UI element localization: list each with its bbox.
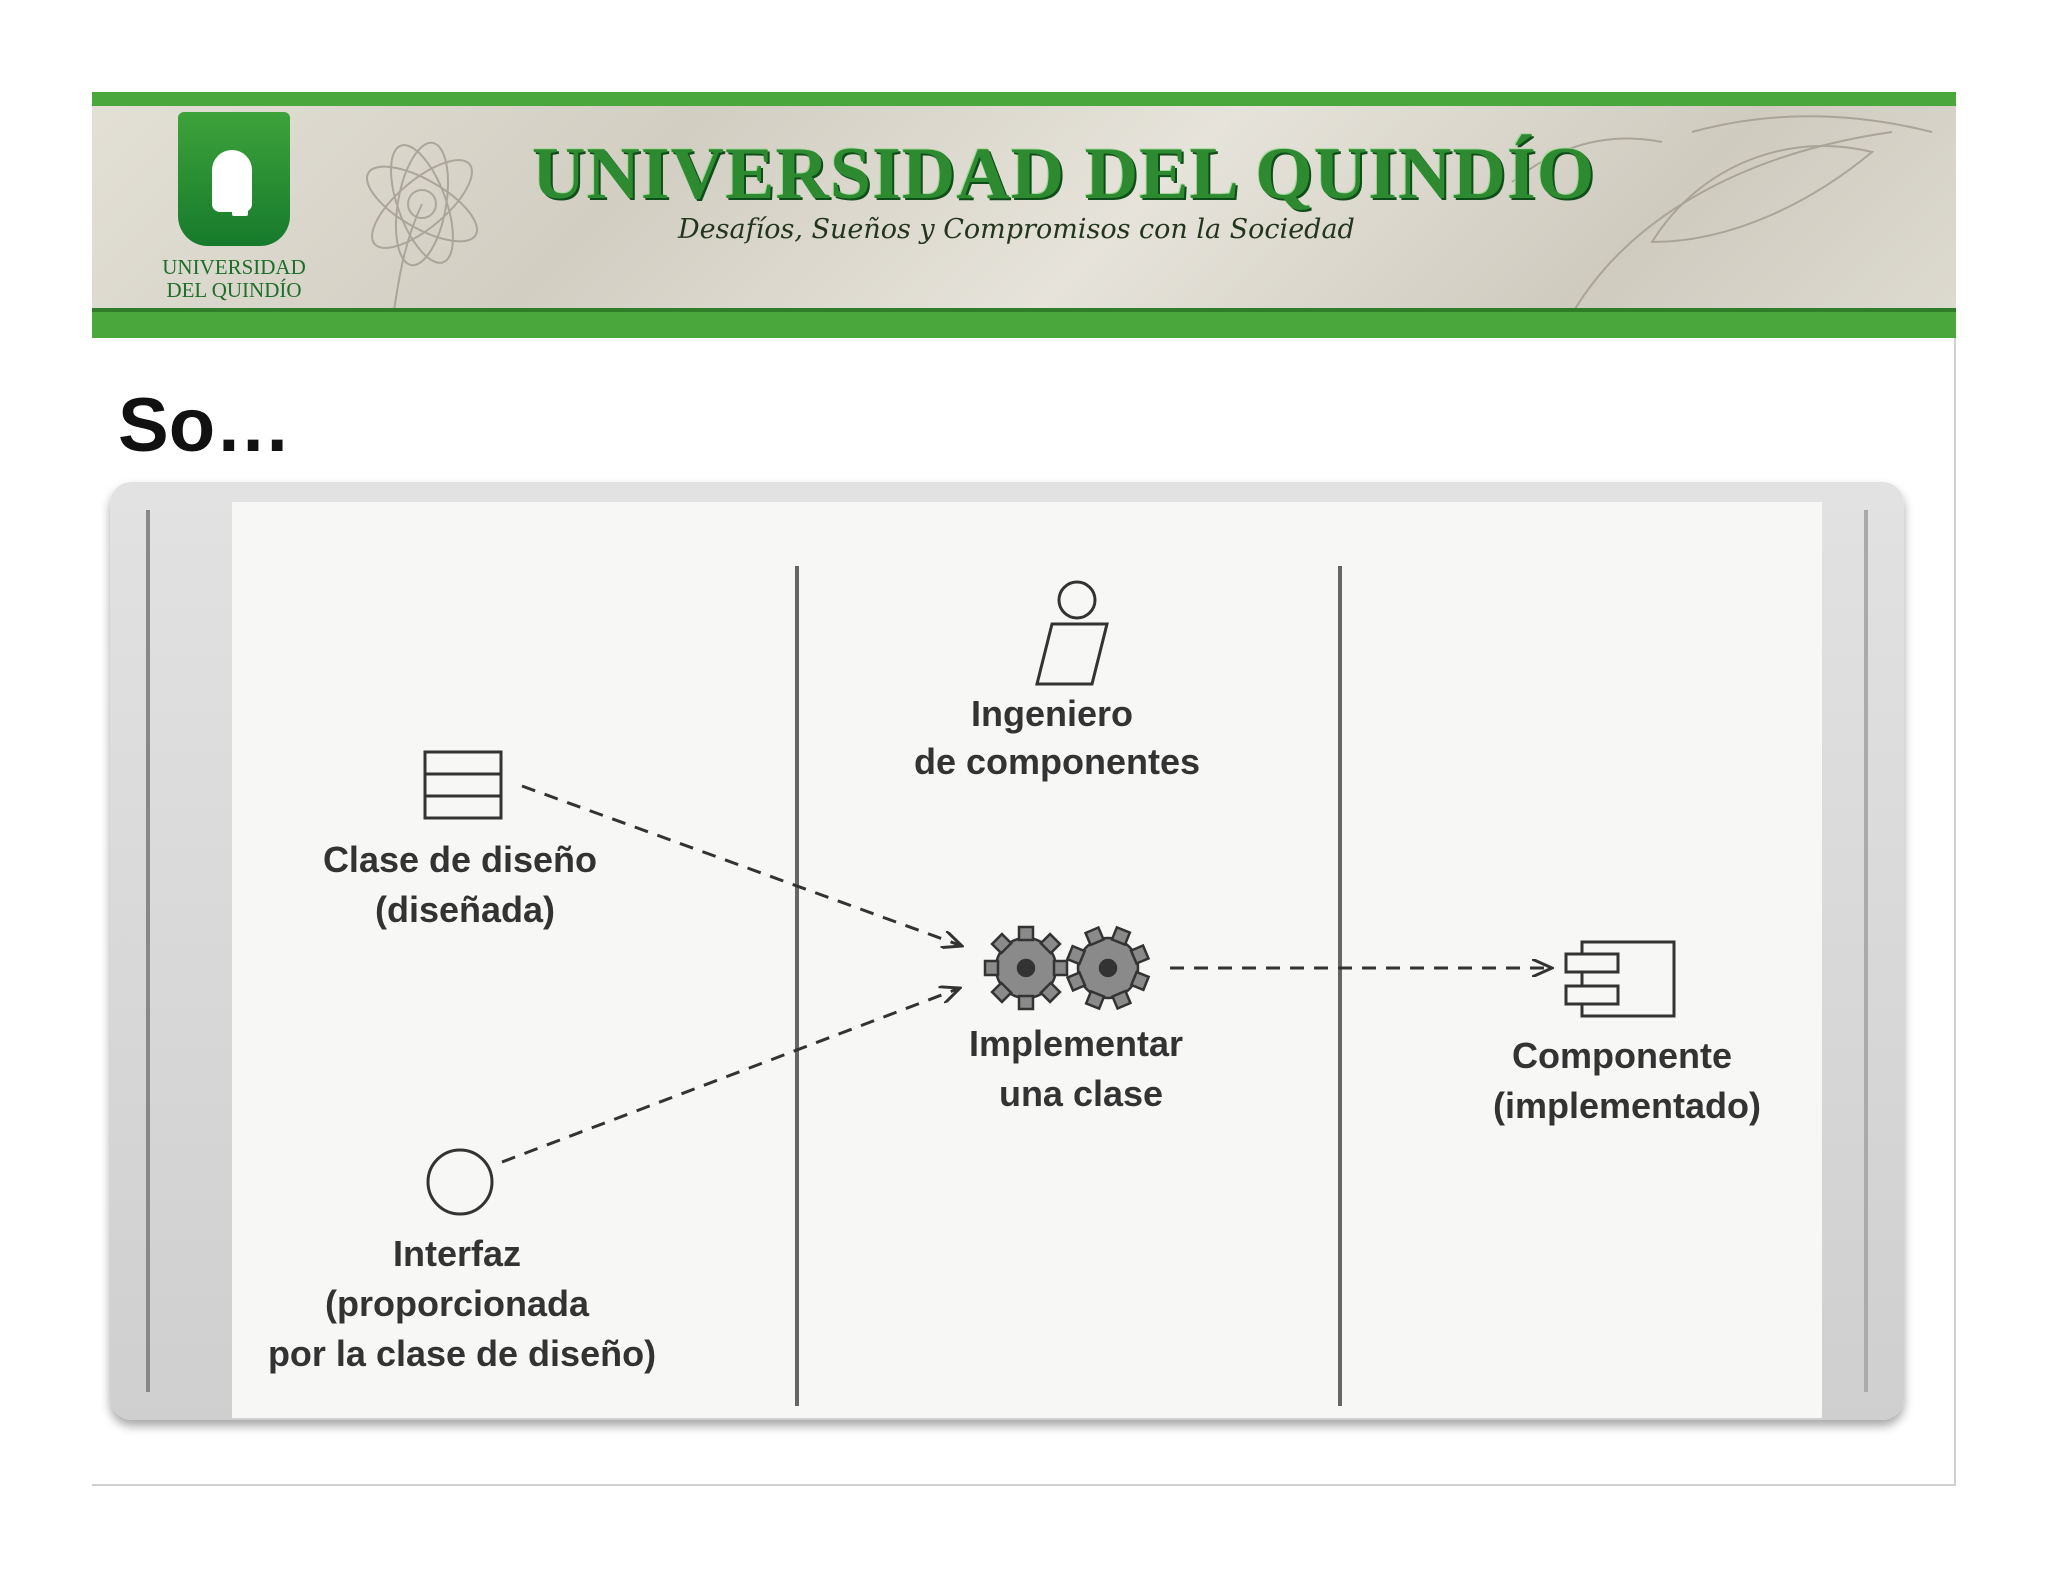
component-icon [1564,940,1676,1018]
class-label-line1: Clase de diseño [323,839,597,880]
banner-title: UNIVERSIDAD DEL QUINDÍO [532,133,1596,215]
worker-icon [1035,580,1109,686]
university-logo [178,112,290,246]
interface-label: Interfaz (proporcionada por la clase de … [268,1233,656,1374]
worker-label: Ingeniero de componentes [914,693,1200,782]
class-label-line2: (diseñada) [375,889,555,930]
botanical-decoration [365,115,1933,325]
activity-label-line2: una clase [999,1073,1163,1114]
activity-label: Implementar una clase [969,1023,1193,1114]
logo-caption-line1: UNIVERSIDAD [162,255,306,279]
component-label: Componente (implementado) [1493,1035,1761,1126]
logo-caption-line2: DEL QUINDÍO [166,278,302,302]
banner-stripe-top [92,92,1956,106]
logo-caption: UNIVERSIDAD DEL QUINDÍO [154,256,314,302]
gears-icon [983,925,1151,1011]
header-banner: UNIVERSIDAD DEL QUINDÍO UNIVERSIDAD DEL … [92,92,1956,338]
arrow-class-to-activity [521,784,962,946]
class-icon [423,750,503,820]
class-label: Clase de diseño (diseñada) [323,839,607,930]
activity-label-line1: Implementar [969,1023,1183,1064]
interface-label-line1: Interfaz [393,1233,521,1274]
slide-heading: So… [118,383,292,468]
arrow-interface-to-activity [501,988,960,1164]
slide-frame [92,92,1956,1486]
component-label-line1: Componente [1512,1035,1732,1076]
worker-label-line2: de componentes [914,741,1200,782]
implementation-diagram: Ingeniero de componentes Clase de diseño… [232,502,1822,1418]
interface-icon [426,1148,494,1216]
banner-subtitle: Desafíos, Sueños y Compromisos con la So… [678,214,1355,245]
interface-label-line2: (proporcionada [325,1283,590,1324]
component-label-line2: (implementado) [1493,1085,1761,1126]
banner-stripe-bottom [92,308,1956,338]
logo-q-mark [212,150,252,216]
worker-label-line1: Ingeniero [971,693,1133,734]
interface-label-line3: por la clase de diseño) [268,1333,656,1374]
